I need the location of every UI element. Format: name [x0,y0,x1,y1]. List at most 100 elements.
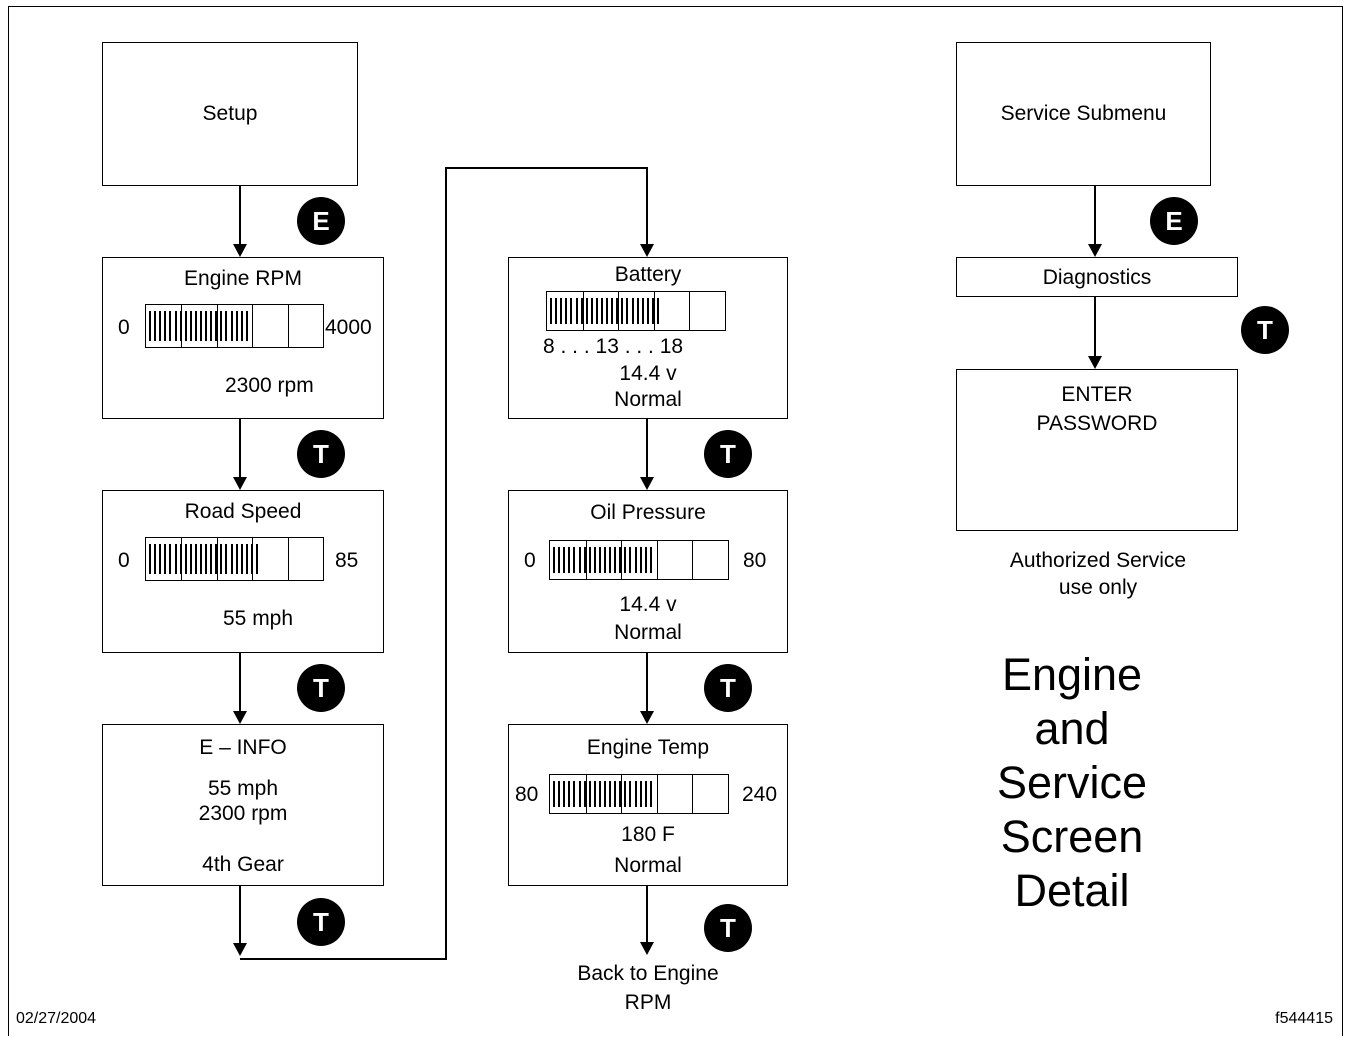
engine-temp-status: Normal [614,854,682,877]
gauge-fill-tick [640,547,642,573]
gauge-segment-divider [146,538,289,580]
gauge-fill-tick [626,298,628,324]
diagnostics-title: Diagnostics [1042,266,1152,289]
connector-line [646,886,648,943]
engine-temp-title: Engine Temp [586,736,710,759]
gauge-fill-tick [594,781,596,807]
diagnostics-box: Diagnostics [956,257,1238,297]
gauge-segment-divider [547,292,584,330]
gauge-fill-tick [624,547,626,573]
toggle-badge: T [704,904,752,952]
gauge-fill-tick [246,311,248,341]
gauge-fill-tick [205,311,207,341]
arrowhead [640,477,654,490]
footer-figure-id: f544415 [1275,1010,1333,1027]
enter-password-screen: ENTER PASSWORD [956,369,1238,531]
service-submenu-title: Service Submenu [1000,102,1167,125]
gauge-fill-tick [565,298,567,324]
gauge-fill-tick [652,298,654,324]
gauge-segment-divider [550,775,693,813]
gauge-segment-divider [146,538,218,580]
gauge-fill-tick [629,547,631,573]
gauge-fill-tick [621,298,623,324]
gauge-fill-tick [180,311,182,341]
gauge-fill-tick [190,311,192,341]
gauge-segment-divider [550,541,622,579]
arrowhead [640,244,654,257]
toggle-badge: T [704,430,752,478]
road-speed-title: Road Speed [184,500,302,523]
gauge-fill-tick [200,544,202,574]
gauge-fill-tick [563,781,565,807]
gauge-segment-divider [550,775,587,813]
oil-pressure-max: 80 [743,549,767,572]
toggle-badge: T [297,898,345,946]
connector-line [239,886,241,944]
gauge-fill-tick [576,298,578,324]
enter-badge: E [1150,197,1198,245]
gauge-fill-tick [241,544,243,574]
gauge-fill-tick [579,781,581,807]
arrowhead [1088,244,1102,257]
gauge-fill-tick [584,547,586,573]
gauge-fill-tick [149,311,151,341]
gauge-fill-tick [164,311,166,341]
gauge-fill-tick [149,544,151,574]
gauge-fill-tick [210,311,212,341]
footer-date: 02/27/2004 [16,1010,97,1027]
gauge-fill-tick [584,781,586,807]
gauge-fill-tick [205,544,207,574]
arrowhead [1088,356,1102,369]
diagram-frame [8,6,1343,1036]
gauge-fill-tick [246,544,248,574]
gauge-fill-tick [251,544,253,574]
arrowhead [233,477,247,490]
setup-box: Setup [102,42,358,186]
connector-line [646,167,648,244]
gauge-segment-divider [550,541,693,579]
gauge-segment-divider [550,775,622,813]
gauge-segment-divider [550,541,587,579]
gauge-fill-tick [558,781,560,807]
gauge-segment-divider [547,292,655,330]
engine-temp-gauge [549,774,729,814]
gauge-fill-tick [642,298,644,324]
big-title-line: Engine [1001,649,1143,700]
toggle-badge: T [297,430,345,478]
connector-line [1094,186,1096,245]
gauge-fill-tick [236,544,238,574]
gauge-fill-tick [159,311,161,341]
gauge-fill-tick [195,544,197,574]
engine-rpm-title: Engine RPM [184,267,302,290]
gauge-segment-divider [550,775,658,813]
gauge-fill-tick [180,544,182,574]
gauge-fill-tick [629,781,631,807]
gauge-segment-divider [146,305,218,347]
gauge-fill-tick [632,298,634,324]
connector-line [239,186,241,245]
engine-temp-min: 80 [515,783,539,806]
gauge-fill-tick [195,311,197,341]
enter-badge: E [297,197,345,245]
arrowhead [640,942,654,955]
gauge-fill-tick [614,781,616,807]
gauge-fill-tick [635,781,637,807]
gauge-fill-tick [190,544,192,574]
gauge-fill-tick [154,311,156,341]
gauge-fill-tick [645,781,647,807]
road-speed-max: 85 [335,549,359,572]
gauge-fill-tick [159,544,161,574]
connector-line [239,419,241,478]
gauge-fill-tick [611,298,613,324]
gauge-fill-tick [657,298,659,324]
gauge-fill-tick [175,311,177,341]
gauge-fill-tick [200,311,202,341]
e-info-rpm: 2300 rpm [198,802,288,825]
gauge-fill-tick [210,544,212,574]
gauge-fill-tick [553,781,555,807]
gauge-segment-divider [146,305,289,347]
gauge-fill-tick [215,544,217,574]
gauge-segment-divider [547,292,690,330]
engine-rpm-max: 4000 [325,316,372,339]
gauge-fill-tick [637,298,639,324]
